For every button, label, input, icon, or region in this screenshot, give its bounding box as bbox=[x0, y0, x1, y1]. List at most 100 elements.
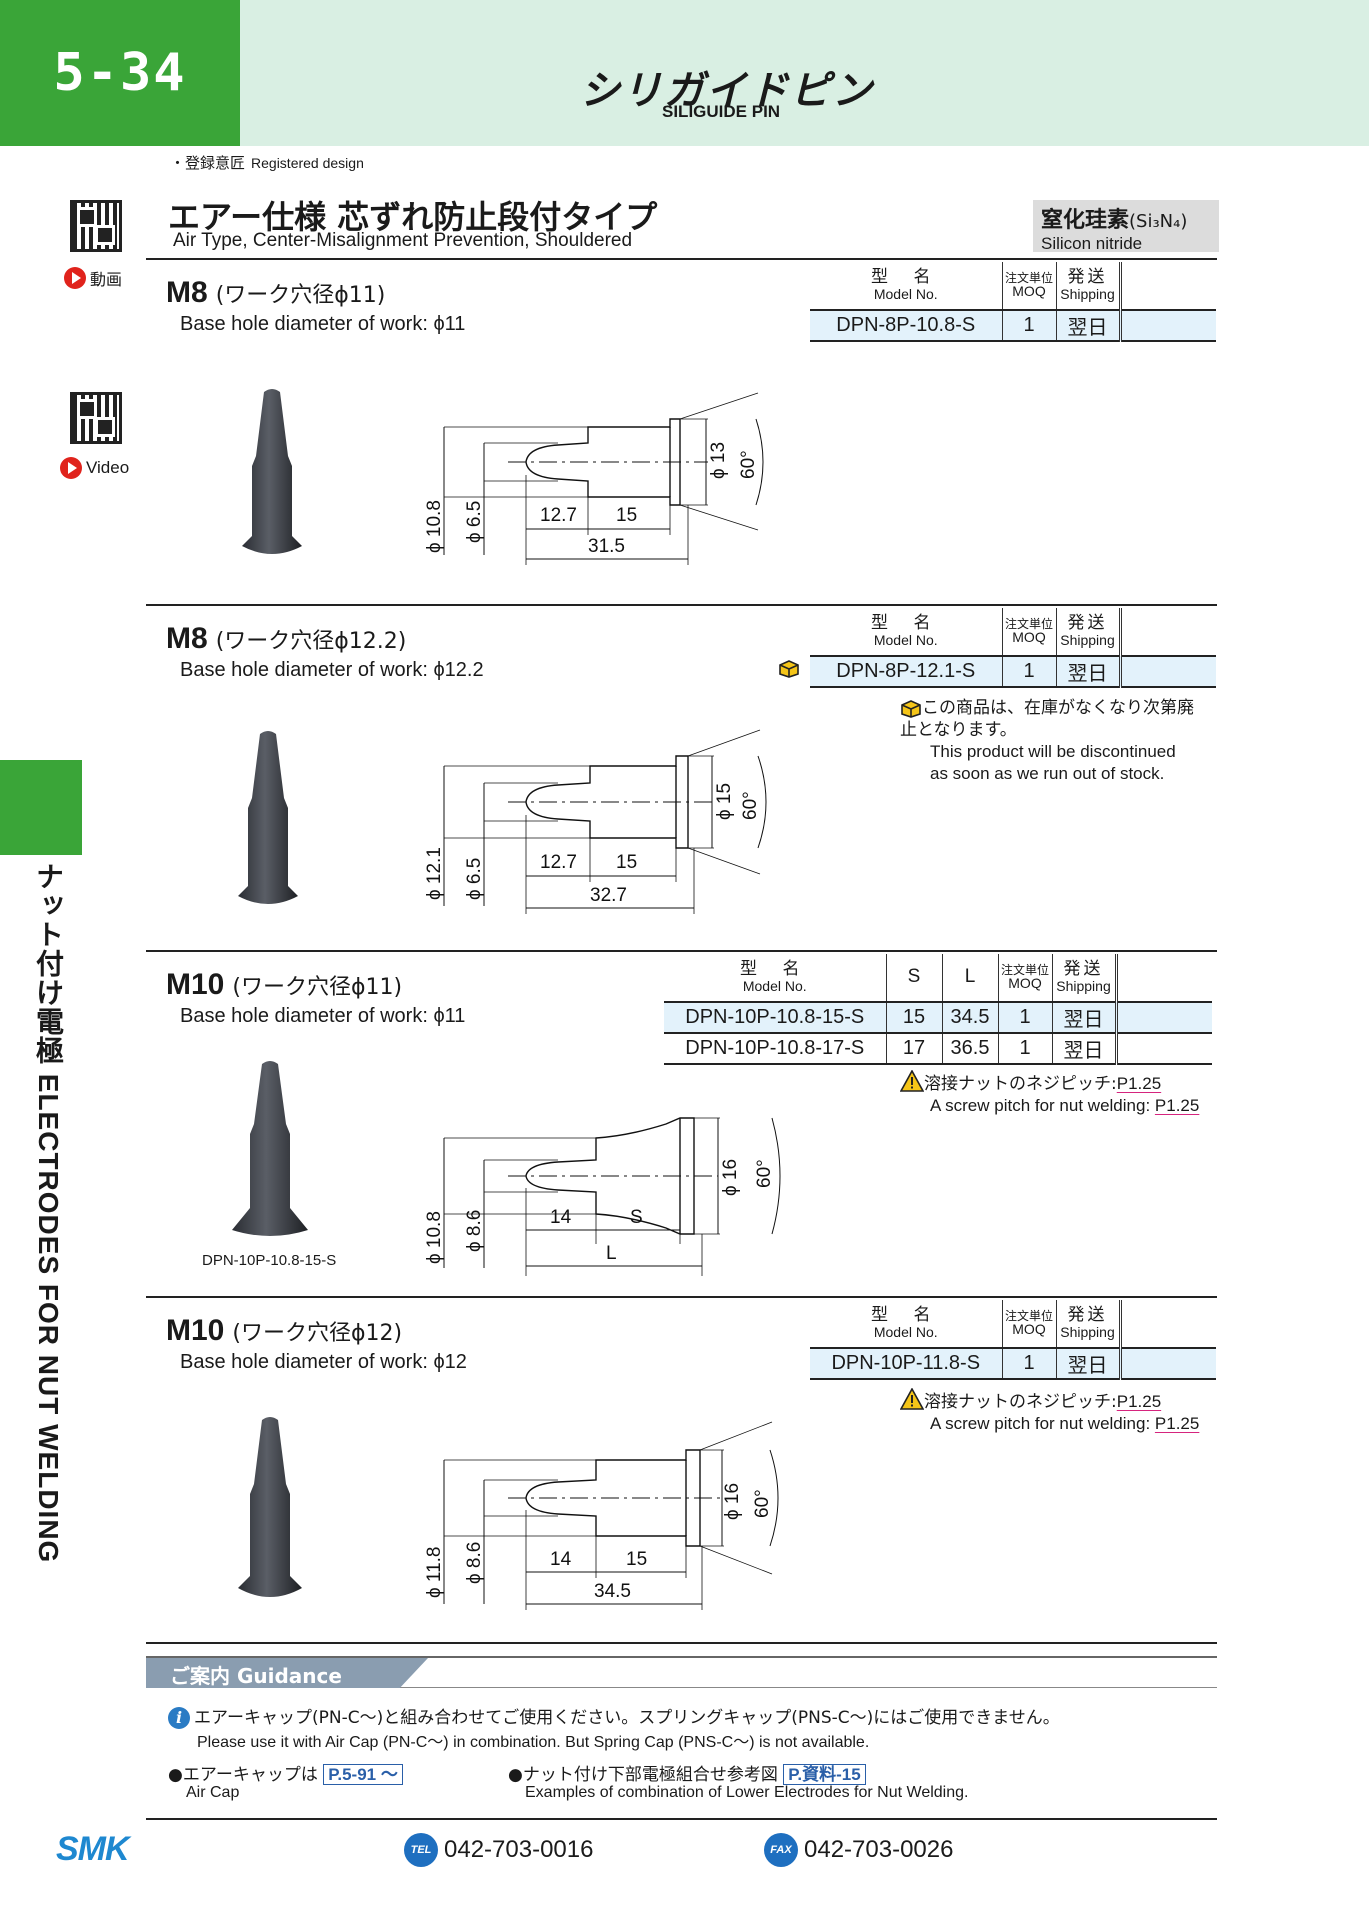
combination-label-jp: ●ナット付け下部電極組合せ参考図 bbox=[508, 1765, 778, 1785]
section-divider bbox=[146, 258, 1217, 260]
l-cell: 34.5 bbox=[942, 1002, 999, 1033]
section-3-subtitle: Base hole diameter of work: ϕ11 bbox=[180, 1005, 466, 1027]
product-photo-m10-12 bbox=[238, 1417, 302, 1597]
warning-icon bbox=[900, 1070, 924, 1092]
info-icon: i bbox=[168, 1707, 190, 1729]
model-cell[interactable]: DPN-10P-10.8-17-S bbox=[664, 1033, 887, 1064]
product-title-en: Air Type, Center-Misalignment Prevention… bbox=[173, 230, 633, 251]
shipping-cell: 翌日 bbox=[1052, 1033, 1118, 1064]
material-en: Silicon nitride bbox=[1041, 234, 1143, 253]
model-cell[interactable]: DPN-8P-12.1-S bbox=[810, 656, 1003, 687]
shipping-cell: 翌日 bbox=[1056, 656, 1122, 687]
table-row[interactable]: DPN-10P-10.8-15-S 15 34.5 1 翌日 bbox=[664, 1002, 1212, 1033]
registered-jp: ・登録意匠 bbox=[170, 154, 246, 172]
section-divider bbox=[146, 1642, 1217, 1644]
moq-cell: 1 bbox=[1002, 310, 1057, 341]
qr-code-video-en[interactable] bbox=[70, 392, 122, 444]
discontinued-note-en-1: This product will be discontinued bbox=[930, 742, 1176, 762]
dimension-drawing-4: 14 15 34.5 ϕ 11.8 ϕ 8.6 ϕ 16 60° bbox=[424, 1421, 779, 1610]
dimension-drawing-3: 14 S L ϕ 10.8 ϕ 8.6 ϕ 16 60° bbox=[424, 1117, 781, 1276]
model-cell[interactable]: DPN-10P-10.8-15-S bbox=[664, 1002, 887, 1033]
s-cell: 15 bbox=[886, 1002, 943, 1033]
registered-design-note: ・登録意匠 Registered design bbox=[170, 152, 364, 173]
section-1-size: M8 bbox=[166, 276, 208, 309]
discontinued-box-icon bbox=[901, 699, 921, 718]
col-l: L bbox=[942, 954, 999, 1002]
combination-label-en: Examples of combination of Lower Electro… bbox=[525, 1784, 969, 1801]
table-row[interactable]: DPN-10P-10.8-17-S 17 36.5 1 翌日 bbox=[664, 1033, 1212, 1064]
guidance-aircap: ●エアーキャップは P.5-91 〜 bbox=[168, 1760, 403, 1785]
table-row[interactable]: DPN-8P-12.1-S 1 翌日 bbox=[810, 656, 1216, 687]
section-divider bbox=[146, 1296, 1217, 1298]
table-row[interactable]: DPN-8P-10.8-S 1 翌日 bbox=[810, 310, 1216, 341]
guidance-tag: ご案内 Guidance bbox=[146, 1658, 428, 1688]
play-icon bbox=[64, 267, 86, 289]
dim-total: 34.5 bbox=[594, 1581, 631, 1602]
pitch-note-en: A screw pitch for nut welding: bbox=[930, 1414, 1151, 1434]
qr-code-video-jp[interactable] bbox=[70, 200, 122, 252]
moq-cell: 1 bbox=[998, 1033, 1053, 1064]
dim-len1: 14 bbox=[550, 1207, 572, 1228]
pitch-value: P1.25 bbox=[1116, 1392, 1162, 1411]
dim-total: L bbox=[606, 1243, 617, 1264]
product-photo-m10-11 bbox=[232, 1061, 308, 1236]
dim-inner-diameter: ϕ 8.6 bbox=[464, 1542, 485, 1584]
pitch-note-en: A screw pitch for nut welding: bbox=[930, 1096, 1151, 1116]
dim-len1: 14 bbox=[550, 1549, 572, 1570]
l-cell: 36.5 bbox=[942, 1033, 999, 1064]
product-photo-m8-12-2 bbox=[238, 731, 298, 904]
dim-inner-diameter: ϕ 8.6 bbox=[464, 1210, 485, 1252]
col-s: S bbox=[886, 954, 943, 1002]
company-logo: SMK bbox=[56, 1830, 130, 1868]
model-cell[interactable]: DPN-8P-10.8-S bbox=[810, 310, 1003, 341]
fax-number[interactable]: 042-703-0026 bbox=[804, 1836, 954, 1863]
pitch-note-3: 溶接ナットのネジピッチ:P1.25 A screw pitch for nut … bbox=[900, 1070, 1220, 1117]
tel-number[interactable]: 042-703-0016 bbox=[444, 1836, 594, 1863]
section-1-jp: (ワーク穴径ϕ11) bbox=[215, 283, 386, 308]
section-2-size: M8 bbox=[166, 622, 208, 655]
aircap-label-jp: ●エアーキャップは bbox=[168, 1765, 318, 1785]
video-link-jp[interactable]: 動画 bbox=[64, 266, 122, 290]
discontinued-box-icon bbox=[779, 660, 799, 678]
dim-len2: 15 bbox=[616, 852, 637, 873]
dim-inner-diameter: ϕ 6.5 bbox=[464, 858, 485, 900]
model-cell[interactable]: DPN-10P-11.8-S bbox=[810, 1348, 1003, 1379]
section-4-jp: (ワーク穴径ϕ12) bbox=[232, 1321, 403, 1346]
fax-icon: FAX bbox=[764, 1833, 798, 1867]
pitch-value: P1.25 bbox=[1154, 1414, 1200, 1434]
section-4-title: M10(ワーク穴径ϕ12) bbox=[166, 1314, 402, 1348]
material-formula: (Si₃N₄) bbox=[1129, 211, 1188, 232]
combination-page-link[interactable]: P.資料-15 bbox=[783, 1764, 866, 1785]
section-2-jp: (ワーク穴径ϕ12.2) bbox=[215, 629, 407, 654]
moq-cell: 1 bbox=[1002, 1348, 1057, 1379]
table-row[interactable]: DPN-10P-11.8-S 1 翌日 bbox=[810, 1348, 1216, 1379]
dim-inner-diameter: ϕ 6.5 bbox=[464, 501, 485, 543]
shipping-cell: 翌日 bbox=[1052, 1002, 1118, 1033]
pitch-note-4: 溶接ナットのネジピッチ:P1.25 A screw pitch for nut … bbox=[900, 1388, 1220, 1435]
section-3-jp: (ワーク穴径ϕ11) bbox=[232, 975, 403, 1000]
section-divider bbox=[146, 604, 1217, 606]
pitch-note-jp: 溶接ナットのネジピッチ: bbox=[924, 1392, 1117, 1412]
pitch-value: P1.25 bbox=[1154, 1096, 1200, 1116]
dim-head-diameter: ϕ 15 bbox=[714, 783, 735, 820]
dimension-drawing-2: 12.7 15 32.7 ϕ 12.1 ϕ 6.5 ϕ 15 60° bbox=[424, 729, 767, 914]
dim-head-diameter: ϕ 13 bbox=[708, 442, 729, 479]
dim-head-diameter: ϕ 16 bbox=[720, 1159, 741, 1196]
dim-len2: S bbox=[630, 1207, 643, 1228]
photo-caption: DPN-10P-10.8-15-S bbox=[202, 1252, 337, 1269]
brand-title-jp: シリガイドピン bbox=[580, 68, 874, 114]
play-icon bbox=[60, 457, 82, 479]
aircap-page-link[interactable]: P.5-91 〜 bbox=[323, 1764, 403, 1785]
s-cell: 17 bbox=[886, 1033, 943, 1064]
side-tab-marker bbox=[0, 760, 82, 855]
dim-total: 31.5 bbox=[588, 536, 625, 557]
dim-len1: 12.7 bbox=[540, 852, 577, 873]
registered-en: Registered design bbox=[251, 155, 364, 171]
video-link-en[interactable]: Video bbox=[60, 457, 129, 479]
